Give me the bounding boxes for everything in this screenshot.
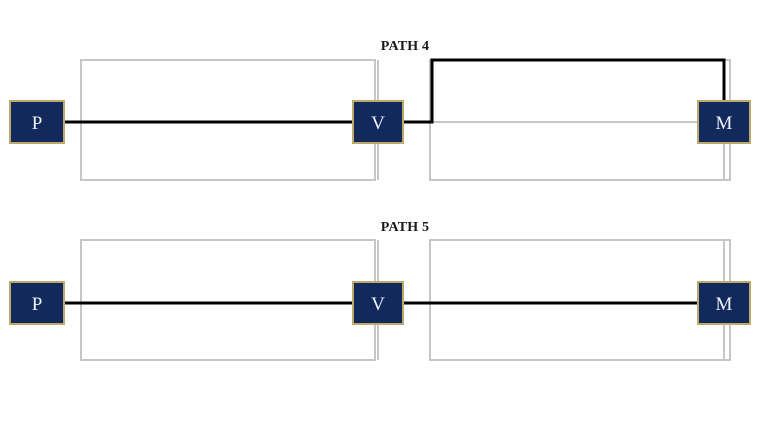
node-p[interactable]: P bbox=[9, 281, 65, 325]
diagram-group-path-5: P V M PATH 5 bbox=[9, 220, 751, 361]
node-box-m[interactable] bbox=[697, 281, 751, 325]
node-m[interactable]: M bbox=[697, 100, 751, 144]
node-p[interactable]: P bbox=[9, 100, 65, 144]
node-v[interactable]: V bbox=[352, 100, 404, 144]
path-title-path-4: PATH 4 bbox=[381, 39, 430, 54]
node-m[interactable]: M bbox=[697, 281, 751, 325]
frame-left-frame bbox=[80, 59, 376, 181]
node-label-m: M bbox=[716, 113, 733, 134]
node-label-p: P bbox=[32, 294, 43, 315]
node-box-v[interactable] bbox=[352, 281, 404, 325]
node-label-v: V bbox=[371, 294, 385, 315]
frame-left-frame bbox=[80, 239, 376, 361]
node-box-v[interactable] bbox=[352, 100, 404, 144]
node-box-p[interactable] bbox=[9, 100, 65, 144]
path-title-path-5: PATH 5 bbox=[381, 220, 430, 235]
diagram-group-path-4: P V M PATH 4 bbox=[9, 39, 751, 181]
node-label-p: P bbox=[32, 113, 43, 134]
node-label-m: M bbox=[716, 294, 733, 315]
node-box-m[interactable] bbox=[697, 100, 751, 144]
node-label-v: V bbox=[371, 113, 385, 134]
route-path-4 bbox=[64, 58, 726, 124]
frame-right-frame bbox=[429, 59, 731, 181]
node-v[interactable]: V bbox=[352, 281, 404, 325]
node-box-p[interactable] bbox=[9, 281, 65, 325]
frame-right-frame bbox=[429, 239, 731, 361]
